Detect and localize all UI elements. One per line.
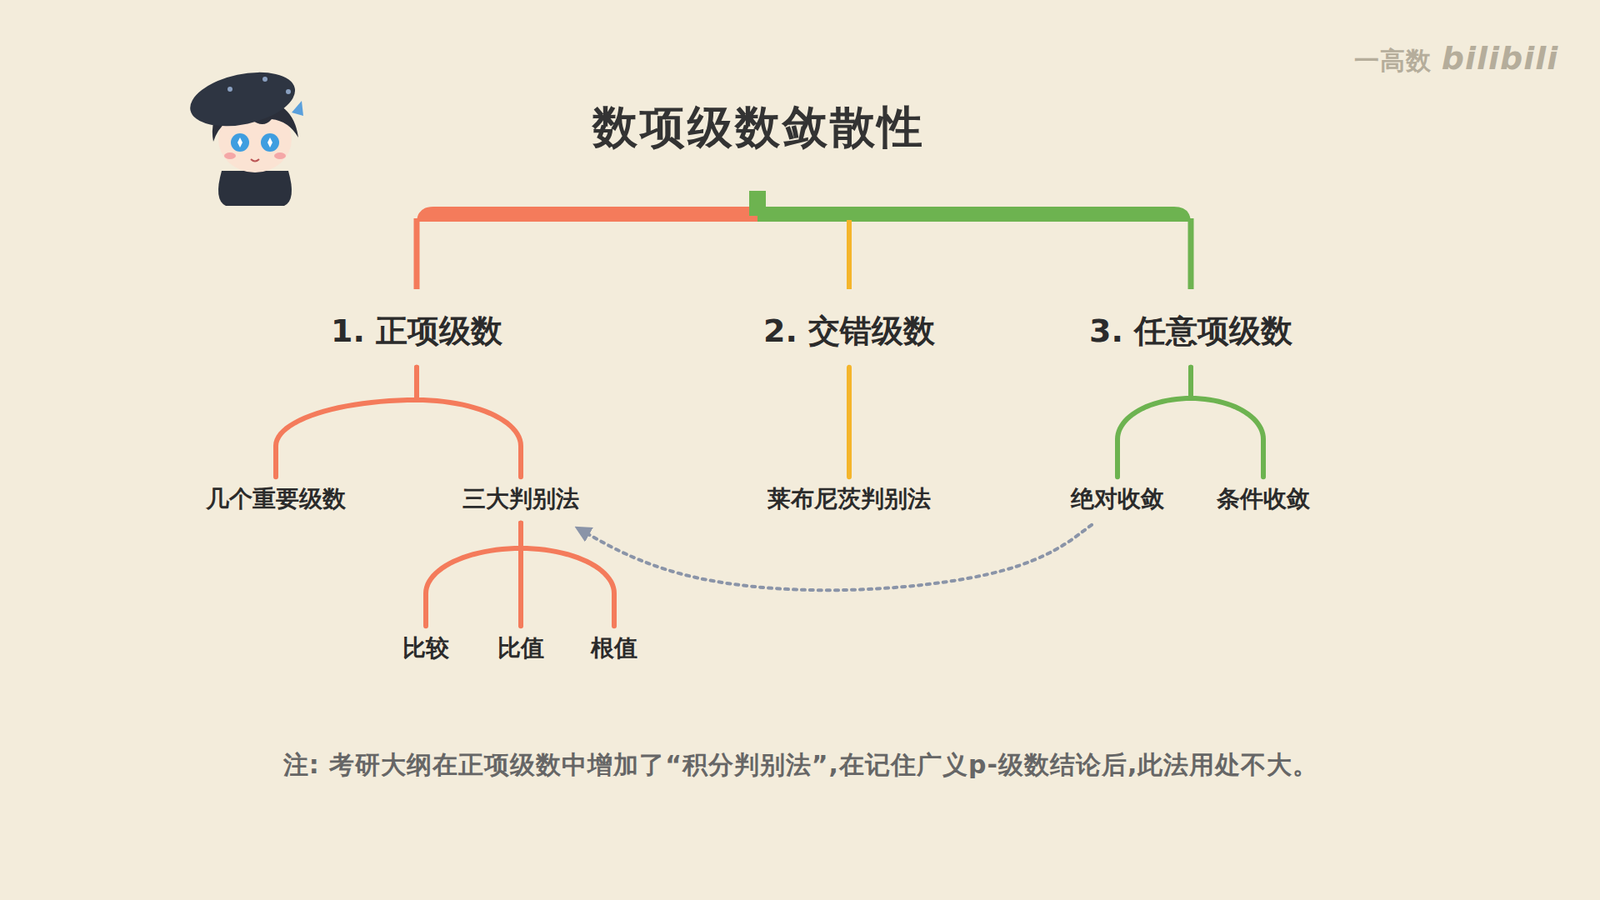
bracket-leg: [846, 220, 852, 290]
node-text: 比较: [402, 634, 450, 663]
branch-line: [425, 523, 521, 626]
bracket-bar: [757, 206, 1191, 224]
topic-label: 莱布尼茨判别法: [762, 481, 936, 517]
category-label: 3. 任意项级数: [1084, 309, 1298, 355]
watermark: bilibili: [1441, 40, 1560, 77]
node-text: 莱布尼茨判别法: [767, 485, 931, 514]
branch-line: [416, 367, 521, 477]
node-text: 2. 交错级数: [763, 312, 935, 351]
method-label: 比值: [492, 630, 550, 666]
node-text: 根值: [590, 634, 638, 663]
branch-line: [275, 367, 417, 477]
topic-label: 绝对收敛: [1065, 481, 1170, 517]
diagram-title: 数项级数敛散性: [592, 97, 925, 159]
node-text: 三大判别法: [462, 485, 580, 514]
topic-label: 三大判别法: [457, 481, 585, 517]
topic-label: 条件收敛: [1211, 481, 1315, 517]
bracket-bar: [416, 206, 760, 224]
category-label: 1. 正项级数: [325, 309, 508, 355]
branch-line: [520, 523, 615, 626]
node-text: 几个重要级数: [205, 485, 346, 514]
node-text: 3. 任意项级数: [1089, 312, 1293, 351]
avatar-illustration: [185, 63, 304, 206]
bracket-leg: [1188, 218, 1195, 290]
note-text: 注: 考研大纲在正项级数中增加了“积分判别法”,在记住广义p-级数结论后,此法用…: [283, 748, 1320, 783]
category-label: 2. 交错级数: [758, 309, 940, 355]
node-text: 比值: [497, 634, 545, 663]
method-label: 比较: [397, 630, 455, 666]
topic-label: 几个重要级数: [200, 481, 351, 517]
bracket-stub: [749, 190, 766, 216]
branch-line: [1117, 367, 1191, 477]
node-text: 绝对收敛: [1070, 485, 1165, 514]
method-label: 根值: [585, 630, 643, 666]
branch-line: [846, 367, 852, 477]
watermark: 一高数: [1354, 44, 1432, 79]
bracket-leg: [414, 218, 420, 290]
dashed-arrow: [577, 525, 1092, 590]
branch-line: [1190, 367, 1264, 477]
node-text: 条件收敛: [1216, 485, 1310, 514]
node-text: 1. 正项级数: [330, 312, 503, 351]
